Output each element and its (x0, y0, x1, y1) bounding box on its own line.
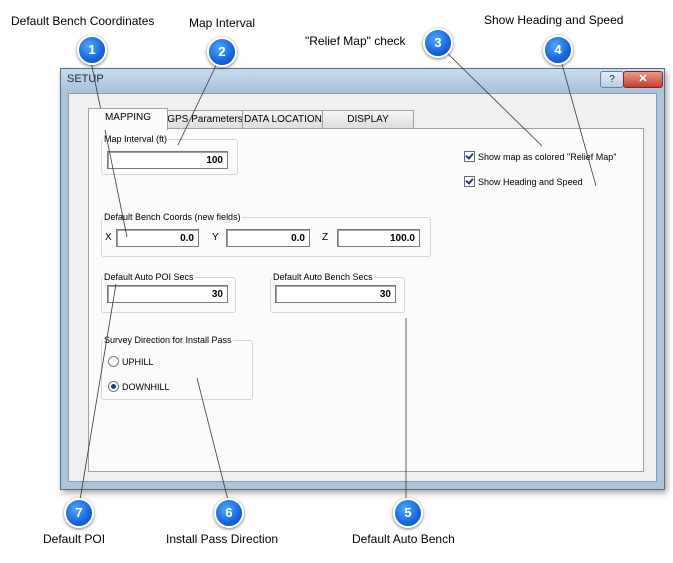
x-axis-label: X (105, 232, 112, 243)
title-bar[interactable]: SETUP ? ✕ (61, 69, 664, 91)
tab-mapping[interactable]: MAPPING (88, 108, 168, 130)
callout-label-relief-map-check: "Relief Map" check (305, 34, 406, 48)
callout-badge-2: 2 (207, 37, 237, 67)
tab-display[interactable]: DISPLAY (322, 110, 414, 129)
z-axis-label: Z (322, 232, 329, 243)
dialog-client-area: MAPPING GPS Parameters DATA LOCATION DIS… (68, 93, 657, 482)
auto-poi-input[interactable]: 30 (107, 285, 228, 303)
callout-label-default-poi: Default POI (43, 532, 106, 546)
relief-map-checkbox-row[interactable]: Show map as colored "Relief Map" (464, 151, 616, 162)
mapping-tab-panel: Map Interval (ft) 100 Show map as colore… (88, 128, 644, 472)
map-interval-label: Map Interval (ft) (103, 134, 169, 144)
callout-label-default-bench-coordinates: Default Bench Coordinates (11, 14, 155, 28)
relief-map-checkbox-label: Show map as colored "Relief Map" (478, 151, 617, 162)
callout-label-show-heading-speed: Show Heading and Speed (484, 13, 624, 27)
tab-gps-parameters[interactable]: GPS Parameters (166, 110, 244, 129)
bench-x-input[interactable]: 0.0 (116, 229, 199, 247)
callout-label-default-auto-bench: Default Auto Bench (352, 532, 455, 546)
radio-uphill-row[interactable]: UPHILL (108, 356, 154, 367)
auto-bench-input[interactable]: 30 (275, 285, 396, 303)
auto-bench-label: Default Auto Bench Secs (272, 272, 374, 282)
callout-badge-1: 1 (77, 35, 107, 65)
survey-direction-label: Survey Direction for Install Pass (103, 335, 233, 345)
callout-badge-7: 7 (64, 498, 94, 528)
tab-data-location[interactable]: DATA LOCATION (242, 110, 324, 129)
callout-badge-5: 5 (393, 498, 423, 528)
setup-dialog: SETUP ? ✕ MAPPING GPS Parameters DATA LO… (60, 68, 665, 490)
heading-speed-checkbox-row[interactable]: Show Heading and Speed (464, 176, 583, 187)
bench-z-input[interactable]: 100.0 (337, 229, 420, 247)
dialog-title: SETUP (67, 73, 104, 85)
heading-speed-checkbox-label: Show Heading and Speed (478, 176, 583, 187)
help-button[interactable]: ? (600, 71, 624, 88)
relief-map-checkbox[interactable] (464, 151, 475, 162)
callout-label-map-interval: Map Interval (189, 16, 256, 30)
callout-label-install-pass-direction: Install Pass Direction (166, 532, 279, 546)
radio-uphill-label: UPHILL (122, 356, 154, 367)
radio-uphill[interactable] (108, 356, 119, 367)
auto-poi-label: Default Auto POI Secs (103, 272, 195, 282)
map-interval-input[interactable]: 100 (107, 151, 228, 169)
close-button[interactable]: ✕ (623, 71, 663, 88)
bench-y-input[interactable]: 0.0 (226, 229, 310, 247)
heading-speed-checkbox[interactable] (464, 176, 475, 187)
radio-downhill[interactable] (108, 381, 119, 392)
callout-badge-3: 3 (423, 28, 453, 58)
callout-badge-4: 4 (543, 35, 573, 65)
radio-downhill-label: DOWNHILL (122, 381, 170, 392)
radio-downhill-row[interactable]: DOWNHILL (108, 381, 170, 392)
bench-coords-label: Default Bench Coords (new fields) (103, 212, 242, 222)
y-axis-label: Y (212, 232, 219, 243)
callout-badge-6: 6 (214, 498, 244, 528)
